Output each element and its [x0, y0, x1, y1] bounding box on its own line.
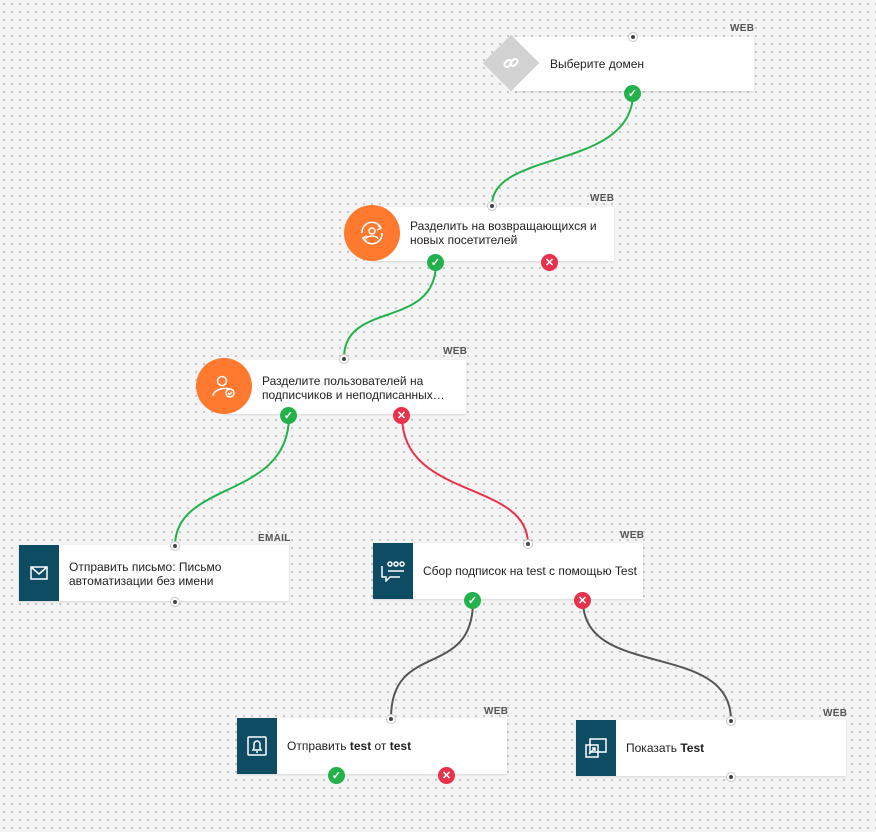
input-port[interactable] — [487, 201, 497, 211]
input-port[interactable] — [726, 716, 736, 726]
wire-collect-no-to-show — [582, 600, 732, 721]
no-output[interactable]: ✕ — [574, 592, 591, 609]
node-label: Разделите пользователей на подписчиков и… — [262, 374, 445, 402]
node-select-domain[interactable]: Выберите домен — [514, 37, 754, 91]
yes-output[interactable]: ✓ — [328, 767, 345, 784]
link-icon — [483, 35, 539, 91]
node-split-returning-new[interactable]: Разделить на возвращающихся и новых посе… — [372, 207, 614, 261]
user-check-icon — [196, 358, 252, 414]
no-output[interactable]: ✕ — [438, 767, 455, 784]
no-output[interactable]: ✕ — [393, 407, 410, 424]
bell-icon — [237, 718, 277, 774]
input-port[interactable] — [523, 539, 533, 549]
channel-tag: EMAIL — [258, 533, 291, 544]
chat-form-icon — [373, 543, 413, 599]
node-label: Отправить письмо: Письмо автоматизации б… — [69, 560, 222, 588]
channel-tag: WEB — [620, 530, 645, 541]
envelope-icon — [19, 545, 59, 601]
input-port[interactable] — [628, 32, 638, 42]
yes-output[interactable]: ✓ — [427, 254, 444, 271]
refresh-user-icon — [344, 205, 400, 261]
yes-output[interactable]: ✓ — [280, 407, 297, 424]
node-label: Выберите домен — [550, 57, 645, 71]
wire-domain-to-split-returning — [491, 92, 634, 206]
output-port[interactable] — [726, 772, 736, 782]
wire-yes-to-email — [174, 415, 290, 547]
node-collect-subscriptions[interactable]: Сбор подписок на test с помощью Test — [373, 543, 643, 599]
yes-output[interactable]: ✓ — [464, 592, 481, 609]
channel-tag: WEB — [823, 708, 848, 719]
output-port[interactable] — [170, 597, 180, 607]
wire-split-returning-to-split-subscribers — [343, 262, 437, 359]
channel-tag: WEB — [484, 706, 509, 717]
node-label: Показать Test — [626, 741, 705, 755]
input-port[interactable] — [339, 354, 349, 364]
wire-collect-yes-to-push — [390, 600, 474, 719]
popup-icon — [576, 720, 616, 776]
node-label: Сбор подписок на test с помощью Test — [423, 564, 637, 578]
input-port[interactable] — [386, 714, 396, 724]
channel-tag: WEB — [443, 346, 468, 357]
wire-no-to-collect — [401, 415, 529, 545]
channel-tag: WEB — [730, 23, 755, 34]
node-show-popup[interactable]: Показать Test — [576, 720, 846, 776]
node-send-push[interactable]: Отправить test от test — [237, 718, 507, 774]
node-label: Отправить test от test — [287, 739, 412, 753]
yes-output[interactable]: ✓ — [624, 85, 641, 102]
channel-tag: WEB — [590, 193, 615, 204]
input-port[interactable] — [170, 541, 180, 551]
node-split-subscribers[interactable]: Разделите пользователей на подписчиков и… — [224, 360, 466, 414]
node-send-email[interactable]: Отправить письмо: Письмо автоматизации б… — [19, 545, 289, 601]
no-output[interactable]: ✕ — [541, 254, 558, 271]
node-label: Разделить на возвращающихся и новых посе… — [410, 219, 597, 247]
